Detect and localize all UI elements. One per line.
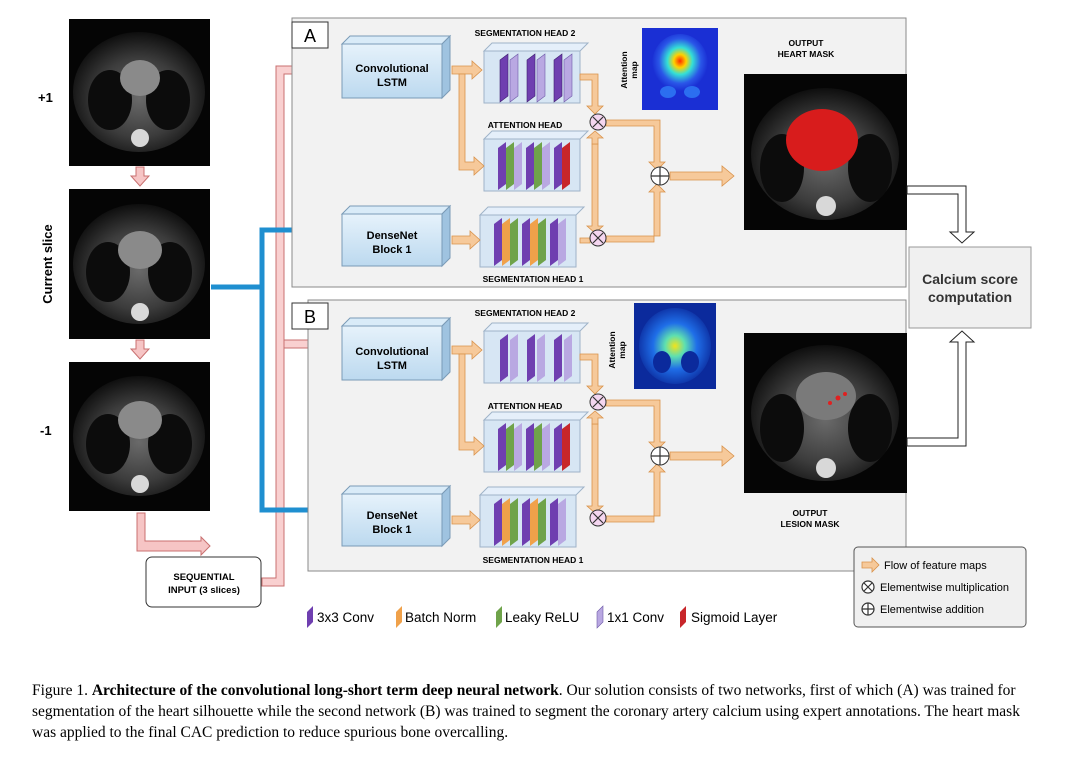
slice-label-current: Current slice <box>40 224 55 303</box>
panel-a-attention-map <box>642 28 718 110</box>
calcium-score-line1: Calcium score <box>922 271 1018 287</box>
panel-b-output-label-2: LESION MASK <box>780 519 840 529</box>
panel-a-attention-map-label-2: map <box>629 61 639 78</box>
panel-a-bottom-head-label: SEGMENTATION HEAD 1 <box>483 274 584 284</box>
sequential-input-line1: SEQUENTIAL <box>173 572 234 583</box>
panel-b-seg-head-1 <box>478 486 586 548</box>
slice-arrow-2 <box>129 339 151 360</box>
slice-label-plus: +1 <box>38 90 53 105</box>
panel-a-lstm-box: Convolutional LSTM <box>340 34 452 100</box>
legend-leaky-relu: Leaky ReLU <box>496 606 579 628</box>
panel-b-lstm-line1: Convolutional <box>355 346 428 358</box>
legend-flow-arrow-icon <box>861 557 880 573</box>
legend-sigmoid-label: Sigmoid Layer <box>691 610 778 625</box>
slice-label-minus: -1 <box>40 423 52 438</box>
panel-b-flow-arrows <box>451 340 735 530</box>
panel-b-output-lesion-mask <box>744 333 907 493</box>
panel-b-seg-head-1-layers <box>494 498 566 546</box>
panel-b-attention-map <box>634 303 716 389</box>
panel-a-output-label-1: OUTPUT <box>789 38 825 48</box>
panel-a-attention-map-label-1: Attention <box>619 51 629 88</box>
legend-3x3-conv-label: 3x3 Conv <box>317 610 374 625</box>
panel-b-bottom-head-label: SEGMENTATION HEAD 1 <box>483 555 584 565</box>
panel-a-add <box>650 166 670 186</box>
panel-a-multiply-top <box>589 113 607 131</box>
sequential-input-box: SEQUENTIAL INPUT (3 slices) <box>145 556 262 608</box>
panel-b: B Convolutional LSTM DenseNet Block 1 <box>291 299 907 572</box>
ct-slice-minus-one <box>69 362 210 511</box>
panel-b-top-head-label: SEGMENTATION HEAD 2 <box>475 308 576 318</box>
panel-b-seg-head-2-layers <box>500 334 572 382</box>
panel-a-densenet-line2: Block 1 <box>372 244 411 256</box>
panel-a-mid-head-label: ATTENTION HEAD <box>488 120 562 130</box>
panel-a-lstm-line1: Convolutional <box>355 63 428 75</box>
panel-a-attention-head <box>482 130 590 192</box>
legend-batch-norm-label: Batch Norm <box>405 610 476 625</box>
panel-b-output-label-1: OUTPUT <box>793 508 829 518</box>
panel-b-densenet-line1: DenseNet <box>367 510 418 522</box>
panel-b-lstm-box: Convolutional LSTM <box>340 316 452 382</box>
sequential-input-line2: INPUT (3 slices) <box>168 585 240 596</box>
calcium-score-line2: computation <box>928 289 1012 305</box>
slice-to-input-arrow <box>136 512 211 557</box>
slice-arrow-1 <box>129 166 151 187</box>
panel-b-attention-head <box>482 411 590 473</box>
operation-legend: Flow of feature maps Elementwise multipl… <box>853 546 1027 628</box>
caption-title: Architecture of the convolutional long-s… <box>91 682 559 699</box>
panel-a-seg-head-2 <box>482 42 590 104</box>
layer-legend: 3x3 Conv Batch Norm Leaky ReLU 1x1 Conv … <box>307 605 778 629</box>
panel-a-seg-head-2-layers <box>499 53 573 103</box>
panel-a-attention-head-layers <box>498 142 570 190</box>
panel-a-densenet-line1: DenseNet <box>367 230 418 242</box>
legend-batch-norm: Batch Norm <box>396 606 476 628</box>
legend-multiply-label: Elementwise multiplication <box>880 582 1009 594</box>
legend-3x3-conv: 3x3 Conv <box>307 606 374 628</box>
panel-b-attention-head-layers <box>498 423 570 471</box>
panel-b-attention-map-label-2: map <box>617 341 627 358</box>
panel-b-add <box>650 446 670 466</box>
calcium-score-box: Calcium score computation <box>908 246 1032 329</box>
panel-b-densenet-line2: Block 1 <box>372 524 411 536</box>
panel-b-attention-map-label-1: Attention <box>607 331 617 368</box>
panel-a-top-head-label: SEGMENTATION HEAD 2 <box>475 28 576 38</box>
panel-a-flow-arrows <box>451 60 735 250</box>
legend-1x1-conv: 1x1 Conv <box>596 605 664 629</box>
ct-slice-plus-one <box>69 19 210 166</box>
panel-a: A Convolutional LSTM DenseNet Block 1 <box>291 17 907 288</box>
panel-a-output-label-2: HEART MASK <box>778 49 836 59</box>
panel-a-tag: A <box>304 26 316 46</box>
panel-a-output-heart-mask <box>744 74 907 230</box>
slice-column: +1 Current slice -1 <box>38 19 210 511</box>
mask-to-calcium-arrows <box>906 185 976 447</box>
legend-add-label: Elementwise addition <box>880 604 984 616</box>
caption-body: . Our solution consists of two networks,… <box>32 682 1020 741</box>
legend-sigmoid: Sigmoid Layer <box>680 606 778 628</box>
panel-a-seg-head-1-layers <box>494 218 566 266</box>
caption-prefix: Figure 1. <box>32 682 92 699</box>
panel-b-tag: B <box>304 307 316 327</box>
panel-a-lstm-line2: LSTM <box>377 77 407 89</box>
panel-b-multiply-bottom <box>589 509 607 527</box>
panel-b-lstm-line2: LSTM <box>377 360 407 372</box>
panel-b-densenet-box: DenseNet Block 1 <box>340 484 452 548</box>
legend-add-icon <box>861 602 875 616</box>
legend-leaky-relu-label: Leaky ReLU <box>505 610 579 625</box>
legend-multiply-icon <box>861 580 875 594</box>
figure-caption: Figure 1. Architecture of the convolutio… <box>32 680 1042 743</box>
ct-slice-current <box>69 189 210 339</box>
panel-b-multiply-top <box>589 393 607 411</box>
legend-flow-label: Flow of feature maps <box>884 560 987 572</box>
panel-b-seg-head-2 <box>482 322 590 384</box>
panel-a-seg-head-1 <box>478 206 586 268</box>
panel-a-densenet-box: DenseNet Block 1 <box>340 204 452 268</box>
panel-a-multiply-bottom <box>589 229 607 247</box>
panel-b-mid-head-label: ATTENTION HEAD <box>488 401 562 411</box>
legend-1x1-conv-label: 1x1 Conv <box>607 610 664 625</box>
